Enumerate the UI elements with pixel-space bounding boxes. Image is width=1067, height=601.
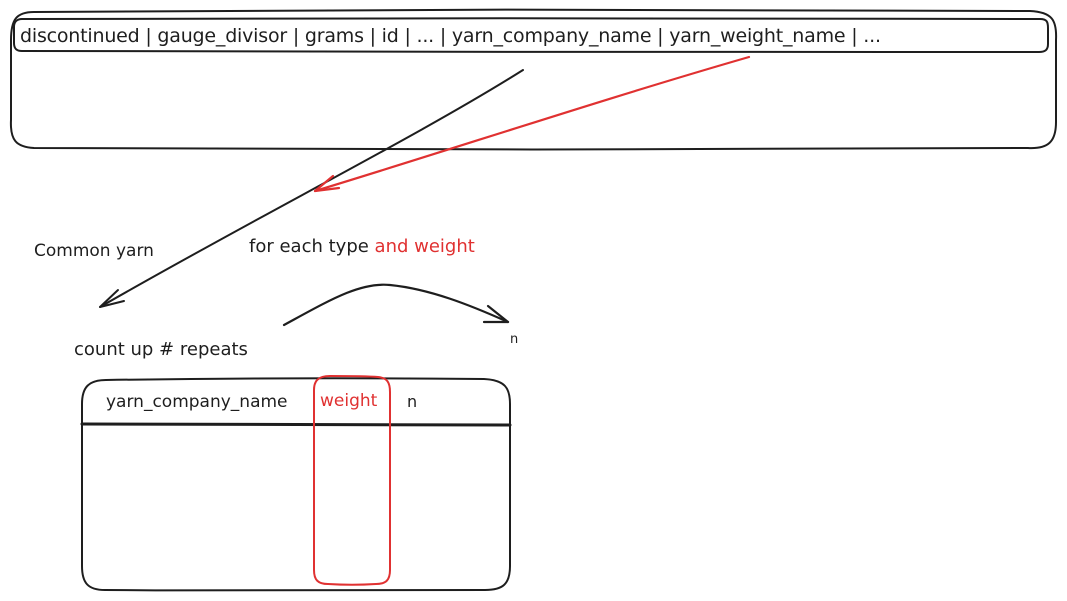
black-arrow-line — [99, 69, 524, 308]
red-arrow-line — [313, 55, 751, 193]
for-each-label: for each type and weight — [249, 238, 475, 256]
source-columns-text: discontinued | gauge_divisor | grams | i… — [20, 25, 881, 47]
source-header-row-box — [13, 17, 1049, 53]
black-arrow-head — [99, 289, 125, 308]
column-header-weight: weight — [320, 391, 378, 411]
curved-arrow-head — [482, 304, 510, 324]
output-n-label: n — [510, 332, 519, 347]
for-each-prefix: for each type — [249, 236, 375, 257]
weight-column-highlight — [313, 375, 391, 586]
curved-arrow-line — [282, 283, 510, 327]
column-header-n: n — [407, 392, 418, 411]
column-header-company: yarn_company_name — [106, 392, 288, 412]
result-table-box — [81, 377, 511, 592]
red-arrow-head — [313, 174, 341, 193]
for-each-highlight: and weight — [374, 236, 475, 257]
common-yarn-label: Common yarn — [34, 241, 154, 261]
count-up-label: count up # repeats — [74, 339, 248, 360]
source-table-box — [9, 8, 1058, 151]
result-header-divider — [80, 422, 512, 427]
